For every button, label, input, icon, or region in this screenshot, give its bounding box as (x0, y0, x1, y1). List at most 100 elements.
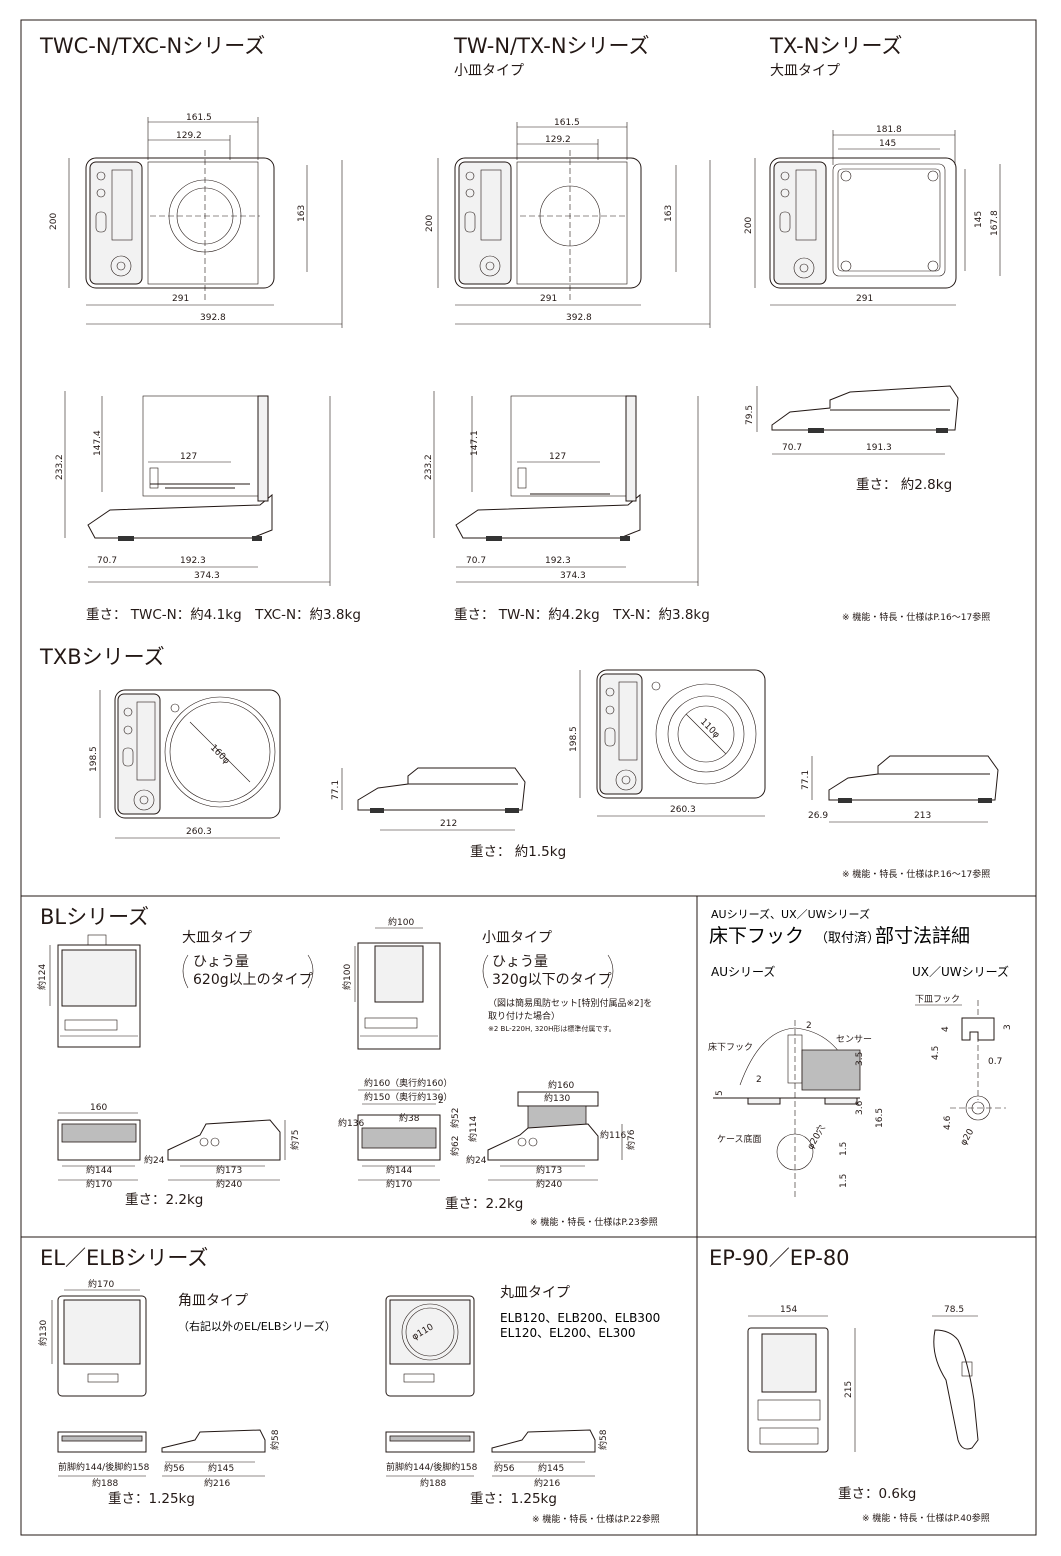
bl-note: ※ 機能・特長・仕様はP.23参照 (530, 1216, 658, 1228)
svg-text:約56: 約56 (164, 1462, 185, 1474)
twc-weight: 重さ： TWC-N：約4.1kg TXC-N：約3.8kg (86, 607, 361, 623)
svg-text:70.7: 70.7 (97, 556, 117, 566)
au-hook-drawing: 床下フック センサー ケース底面 2 3.5 5 2 3.6 16.5 φ20穴… (708, 1020, 885, 1200)
el-square: 角皿タイプ (178, 1293, 248, 1309)
twc-top-view (85, 150, 275, 300)
txb-note: ※ 機能・特長・仕様はP.16～17参照 (842, 868, 990, 880)
svg-text:129.2: 129.2 (545, 135, 571, 145)
tx-dims-side: 79.5 70.7 191.3 (745, 386, 945, 455)
svg-text:2: 2 (806, 1021, 812, 1031)
svg-text:147.1: 147.1 (470, 430, 480, 456)
tw-weight: 重さ： TW-N：約4.2kg TX-N：約3.8kg (454, 607, 710, 623)
svg-text:5: 5 (715, 1090, 725, 1096)
el-title: EL／ELBシリーズ (40, 1246, 208, 1270)
svg-text:3.5: 3.5 (855, 1052, 865, 1066)
svg-text:約240: 約240 (536, 1178, 562, 1190)
svg-text:2: 2 (756, 1075, 762, 1085)
svg-text:77.1: 77.1 (331, 780, 341, 800)
svg-text:200: 200 (425, 215, 435, 232)
twc-dims-top: 161.5 129.2 200 163 291 392.8 (49, 113, 343, 328)
svg-text:約58: 約58 (597, 1429, 609, 1450)
hook-title-small: AUシリーズ、UX／UWシリーズ (711, 907, 870, 921)
el-square-side: 前脚約144/後脚約158 約188 約56 約145 約216 約58 (57, 1429, 281, 1489)
hook-au: AUシリーズ (711, 964, 775, 979)
svg-text:約114: 約114 (467, 1116, 479, 1142)
el-round-side: 前脚約144/後脚約158 約188 約56 約145 約216 約58 (385, 1429, 609, 1489)
svg-text:約124: 約124 (36, 964, 48, 990)
bl-small-side: 約160（奥行約160） 約150（奥行約130） 約136 約38 2 約52… (338, 1077, 637, 1190)
el-weight-1: 重さ：1.25kg (108, 1491, 195, 1507)
ep-front-view: 154 215 (747, 1305, 856, 1453)
svg-text:約170: 約170 (386, 1178, 412, 1190)
tx-top-view (769, 157, 957, 289)
svg-text:約150（奥行約130）: 約150（奥行約130） (364, 1091, 452, 1103)
svg-text:160: 160 (90, 1103, 107, 1113)
svg-text:約145: 約145 (208, 1462, 234, 1474)
twc-title: TWC-N/TXC-Nシリーズ (39, 34, 265, 58)
bl-large-cap2: 620g以上のタイプ (193, 972, 313, 988)
svg-text:1.5: 1.5 (839, 1174, 849, 1188)
svg-text:200: 200 (744, 217, 754, 234)
txb-side-view-2: 77.1 26.9 213 (801, 755, 999, 823)
txb-weight: 重さ： 約1.5kg (470, 844, 566, 860)
svg-text:約76: 約76 (625, 1129, 637, 1150)
svg-text:約170: 約170 (88, 1278, 114, 1290)
txb-top-view-1 (114, 689, 281, 819)
tw-title: TW-N/TX-Nシリーズ (453, 34, 650, 58)
svg-text:前脚約144/後脚約158: 前脚約144/後脚約158 (58, 1461, 150, 1473)
txb-side-view-1: 77.1 212 (331, 767, 526, 831)
ep-note: ※ 機能・特長・仕様はP.40参照 (862, 1512, 990, 1524)
el-round-front: φ110 (385, 1295, 475, 1397)
svg-text:233.2: 233.2 (424, 454, 434, 480)
svg-text:約52: 約52 (449, 1108, 461, 1128)
svg-text:約24: 約24 (466, 1154, 487, 1166)
svg-text:約144: 約144 (386, 1164, 412, 1176)
svg-text:181.8: 181.8 (876, 125, 902, 135)
svg-text:約173: 約173 (536, 1164, 562, 1176)
bl-fig-note2: 取り付けた場合） (488, 1010, 560, 1022)
bl-large-side: 160 約144 約170 約24 約173 約240 約75 (57, 1103, 301, 1190)
bl-small-front: 約100 約100 (341, 916, 441, 1050)
svg-text:2: 2 (438, 1096, 444, 1106)
tw-dims-side: 233.2 147.1 127 70.7 192.3 374.3 (424, 391, 699, 586)
svg-text:センサー: センサー (836, 1034, 872, 1045)
svg-text:約62: 約62 (449, 1136, 461, 1156)
svg-text:260.3: 260.3 (186, 827, 212, 837)
svg-text:約173: 約173 (216, 1164, 242, 1176)
hook-section: AUシリーズ、UX／UWシリーズ 床下フック （取付済） 部寸法詳細 AUシリー… (708, 907, 1013, 1200)
bl-large-cap1: ひょう量 (193, 954, 249, 970)
tx-side-view (771, 385, 959, 433)
svg-text:約24: 約24 (144, 1154, 165, 1166)
svg-text:約188: 約188 (92, 1477, 118, 1489)
svg-text:約58: 約58 (269, 1429, 281, 1450)
svg-text:374.3: 374.3 (560, 571, 586, 581)
bl-section: BLシリーズ 大皿タイプ ひょう量 620g以上のタイプ 約124 160 約1… (36, 905, 658, 1228)
svg-text:78.5: 78.5 (944, 1305, 964, 1315)
svg-text:約75: 約75 (289, 1130, 301, 1150)
svg-text:70.7: 70.7 (782, 443, 802, 453)
txb-title: TXBシリーズ (39, 645, 165, 669)
svg-text:約188: 約188 (420, 1477, 446, 1489)
el-section: EL／ELBシリーズ 角皿タイプ （右記以外のEL/ELBシリーズ） 丸皿タイプ… (37, 1246, 660, 1525)
svg-text:154: 154 (780, 1305, 797, 1315)
svg-text:161.5: 161.5 (186, 113, 212, 123)
svg-text:215: 215 (844, 1381, 854, 1398)
tw-dims-top: 161.5 129.2 200 163 291 392.8 (425, 118, 711, 328)
bl-small-cap1: ひょう量 (492, 954, 548, 970)
svg-text:79.5: 79.5 (745, 405, 755, 425)
svg-text:3.6: 3.6 (855, 1100, 865, 1115)
svg-text:213: 213 (914, 811, 931, 821)
outer-frame (20, 19, 1037, 1536)
svg-text:147.4: 147.4 (93, 430, 103, 456)
svg-text:φ20穴: φ20穴 (804, 1123, 828, 1152)
svg-text:4.5: 4.5 (931, 1046, 941, 1060)
tw-section: TW-N/TX-Nシリーズ 小皿タイプ 161.5 129.2 200 163 … (424, 34, 711, 623)
el-note: ※ 機能・特長・仕様はP.22参照 (532, 1513, 660, 1525)
hook-title-b: （取付済） (815, 930, 880, 946)
ux-hook-drawing: 下皿フック 4 3 4.5 0.7 4.6 φ20 (915, 994, 1013, 1148)
el-square-front: 約170 約130 (37, 1278, 147, 1397)
svg-text:163: 163 (664, 205, 674, 222)
svg-text:下皿フック: 下皿フック (915, 994, 960, 1005)
svg-text:392.8: 392.8 (566, 313, 592, 323)
